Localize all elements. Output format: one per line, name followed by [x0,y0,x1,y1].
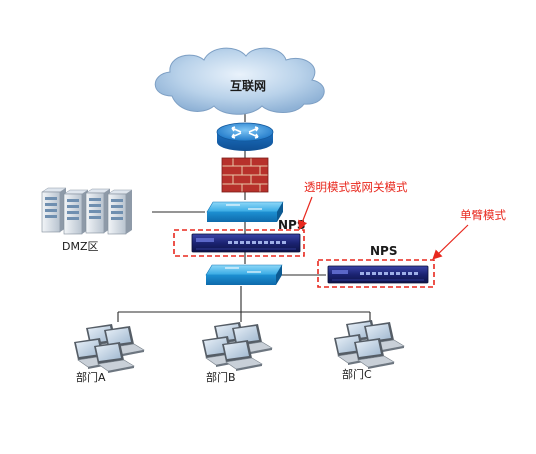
mode-transparent-arrow [298,196,313,231]
internet-label: 互联网 [230,79,266,93]
nps-single-arm-label: NPS [370,244,397,258]
router-icon [216,122,274,151]
connections [117,108,371,322]
dept-c-laptops [333,319,405,370]
firewall-icon [221,157,269,193]
dept-b-label: 部门B [206,370,236,384]
dept-a-label: 部门A [76,370,106,384]
dmz-label: DMZ区 [62,240,99,253]
core-switch-icon [206,201,284,222]
mode-single-arm-arrow [432,224,469,260]
dmz-servers [41,187,133,235]
mode-single-arm-label: 单臂模式 [460,208,506,222]
nps-inline-device [191,233,301,253]
dept-b-laptops [201,321,273,372]
nps-single-arm-highlight-box [317,259,435,288]
access-switch-icon [205,264,283,285]
nps-single-arm-device [327,265,429,284]
internet-cloud: 互联网 [154,47,325,115]
dept-a-laptops [73,323,145,374]
mode-transparent-label: 透明模式或网关模式 [304,180,408,194]
dept-c-label: 部门C [342,367,372,381]
nps-inline-highlight-box [173,229,305,257]
